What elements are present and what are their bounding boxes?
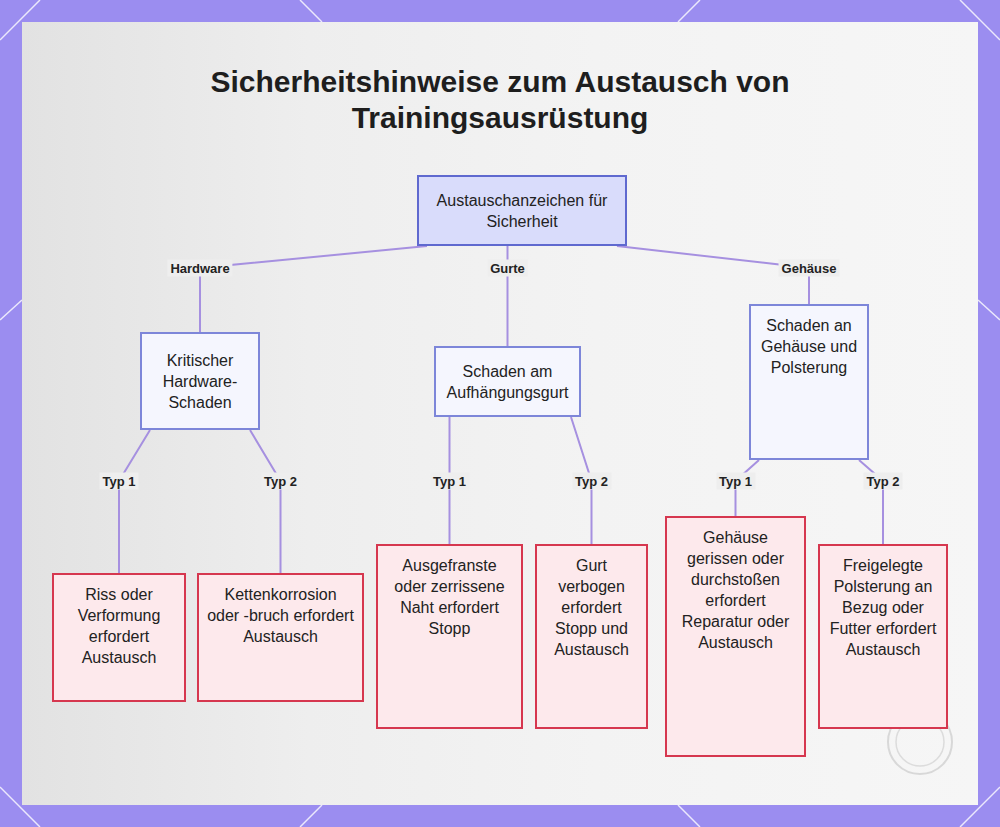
action-box: Gehäuse gerissen oder durchstoßen erford… <box>665 516 806 757</box>
edge-label: Gehäuse <box>779 260 840 277</box>
box-text: Riss oder Verformung erfordert Austausch <box>62 584 176 668</box>
box-text: Kritischer Hardware-Schaden <box>150 350 250 413</box>
category-box: Kritischer Hardware-Schaden <box>140 332 260 430</box>
diagram-title: Sicherheitshinweise zum Austausch von Tr… <box>100 64 900 136</box>
edge-label: Typ 1 <box>430 473 469 490</box>
box-text: Kettenkorrosion oder -bruch erfordert Au… <box>207 584 354 647</box>
box-text: Freigelegte Polsterung an Bezug oder Fut… <box>828 555 938 660</box>
action-box: Gurt verbogen erfordert Stopp und Austau… <box>535 544 648 729</box>
edge-label: Gurte <box>487 260 528 277</box>
edge-label: Typ 2 <box>864 473 903 490</box>
connector-line <box>119 430 150 573</box>
box-text: Gehäuse gerissen oder durchstoßen erford… <box>675 527 796 653</box>
category-box: Schaden an Gehäuse und Polsterung <box>749 304 869 460</box>
edge-label: Hardware <box>167 260 232 277</box>
edge-label: Typ 2 <box>572 473 611 490</box>
edge-label: Typ 1 <box>716 473 755 490</box>
box-text: Gurt verbogen erfordert Stopp und Austau… <box>545 555 638 660</box>
action-box: Freigelegte Polsterung an Bezug oder Fut… <box>818 544 948 729</box>
box-text: Schaden am Aufhängungsgurt <box>444 361 571 403</box>
root-box: Austauschanzeichen für Sicherheit <box>417 175 627 246</box>
box-text: Austauschanzeichen für Sicherheit <box>427 190 617 232</box>
box-text: Schaden an Gehäuse und Polsterung <box>759 315 859 378</box>
category-box: Schaden am Aufhängungsgurt <box>434 346 581 417</box>
connector-line <box>250 430 281 573</box>
edge-label: Typ 1 <box>100 473 139 490</box>
action-box: Ausgefranste oder zerrissene Naht erford… <box>376 544 523 729</box>
action-box: Kettenkorrosion oder -bruch erfordert Au… <box>197 573 364 702</box>
action-box: Riss oder Verformung erfordert Austausch <box>52 573 186 702</box>
connector-line <box>200 246 427 332</box>
edge-label: Typ 2 <box>261 473 300 490</box>
box-text: Ausgefranste oder zerrissene Naht erford… <box>386 555 513 639</box>
